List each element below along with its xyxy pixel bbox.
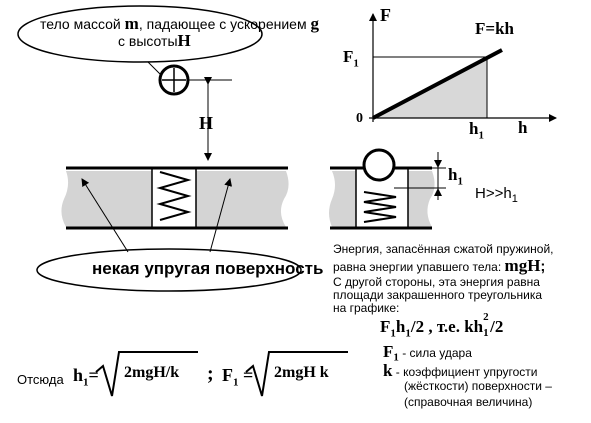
fF1-base: F [222,365,233,385]
ef-tail: /2 , т.е. kh [410,317,484,336]
bubble-text-2: с высоты [118,33,178,49]
formula-prefix: Отсюда [17,372,64,387]
def-k-sym: k [383,361,393,380]
left-spring [156,171,192,221]
def-F-sub: 1 [393,351,399,364]
pointer-arrow-left [81,178,129,253]
formula-h1-lhs: h1= [73,366,99,389]
explanation-line-3: С другой стороны, эта энергия равна [333,275,540,289]
graph-h1-sub: 1 [478,129,484,142]
falling-ball [158,64,190,96]
label-H: H [199,113,214,133]
explanation-mgH: mgH [504,256,541,275]
ef-h: h [395,317,406,336]
graph-axis-h: h [518,118,528,137]
definition-k: k - коэффициент упругости [383,362,538,379]
ef-hsub: 1 [405,327,411,340]
graph-F1-sub: 1 [353,57,359,70]
sqrt-sign-h1 [95,351,198,397]
label-h1: h1 [448,166,463,187]
fF1-eq: = [238,365,254,385]
formula-separator: ; [207,363,214,385]
ef-F: F [380,317,391,336]
definition-F1: F1 - сила удара [383,343,472,363]
def-k-text: - коэффициент упругости [392,365,538,379]
def-F-text: - сила удара [398,346,472,360]
graph-h1-base: h [469,119,479,138]
definition-k-line-3: (справочная величина) [404,395,533,409]
bottom-bubble-label: некая упругая поверхность [92,259,324,278]
graph-axis-F: F [380,5,391,25]
ef-sup: 2 [483,311,489,323]
explanation-line-4: площади закрашенного треугольника [333,288,543,302]
fF1-sub: 1 [233,376,239,389]
accel-symbol: g [310,14,319,33]
bubble-text-mid: , падающее с ускорением [138,16,307,32]
graph-origin: 0 [356,111,363,126]
def-F-sym: F [383,342,394,361]
mass-symbol: m [124,14,139,33]
relation-H-h1: H>>h1 [475,186,518,205]
fh1-sub: 1 [83,376,89,389]
explanation-line-2: равна энергии упавшего тела: mgH; [333,257,545,274]
relation-base: H>>h [475,185,512,202]
sqrt-sign-f1 [245,351,348,397]
top-bubble [17,5,263,63]
formula-F1-lhs: F1 = [222,366,253,389]
definition-k-line-2: (жёсткости) поверхности – [404,379,552,393]
explanation-semicolon: ; [540,258,546,275]
explanation-line-5: на графике: [333,301,400,315]
h1-sub: 1 [457,175,463,188]
bubble-text: тело массой [40,16,121,32]
bubble-pointer [147,61,161,75]
compressed-spring [363,191,397,223]
height-symbol: H [177,31,191,50]
landed-ball [362,148,396,182]
graph-h1-label: h1 [469,120,484,141]
fh1-base: h [73,365,84,385]
pointer-arrow-right [209,178,233,253]
formula-h1-radicand: 2mgH/k [124,364,180,381]
bottom-bubble [36,248,302,292]
bubble-line-2: с высотыH [118,32,191,49]
bubble-line-1: тело массой m, падающее с ускорением g [40,15,319,32]
relation-sub: 1 [511,193,518,205]
formula-F1-radicand: 2mgH k [274,364,329,381]
explanation-line-2-text: равна энергии упавшего тела: [333,260,502,274]
graph-law-label: F=kh [475,19,514,38]
graph-F1-label: F1 [343,48,359,69]
surface-right-block [196,171,289,227]
graph-law-line [372,48,503,120]
h1-base: h [448,165,458,184]
ef-Fsub: 1 [390,327,396,340]
ef-end: /2 [490,317,504,336]
fh1-eq: = [88,365,99,385]
compressed-surface-left [329,171,356,227]
graph-F1-base: F [343,47,354,66]
ef-sub2: 1 [483,327,489,339]
compressed-surface-right [408,171,435,227]
explanation-line-1: Энергия, запасённая сжатой пружиной, [333,242,554,256]
